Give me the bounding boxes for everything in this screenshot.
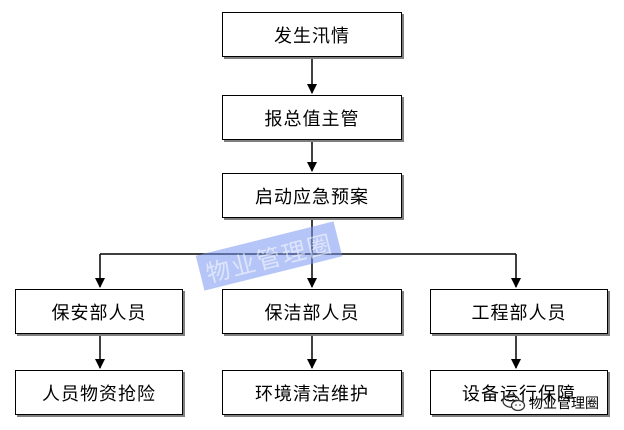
- node-security-task-label: 人员物资抢险: [42, 383, 156, 405]
- node-cleaning-task: 环境清洁维护: [222, 370, 402, 415]
- node-cleaning-task-label: 环境清洁维护: [255, 383, 369, 405]
- wechat-watermark: 物业管理圈: [502, 393, 599, 413]
- node-report: 报总值主管: [222, 95, 402, 140]
- node-engineering-task-label: 设备运行保障: [462, 383, 576, 405]
- node-security-task: 人员物资抢险: [15, 370, 183, 415]
- node-engineering: 工程部人员: [430, 289, 608, 334]
- node-cleaning: 保洁部人员: [222, 289, 402, 334]
- node-cleaning-label: 保洁部人员: [264, 302, 360, 324]
- node-report-label: 报总值主管: [264, 108, 360, 130]
- wechat-icon: [502, 394, 526, 412]
- node-plan: 启动应急预案: [222, 173, 402, 218]
- node-start: 发生汛情: [222, 12, 402, 57]
- node-start-label: 发生汛情: [274, 25, 350, 47]
- wechat-watermark-label: 物业管理圈: [529, 396, 599, 412]
- node-engineering-label: 工程部人员: [471, 302, 567, 324]
- node-plan-label: 启动应急预案: [255, 186, 369, 208]
- node-security: 保安部人员: [15, 289, 183, 334]
- node-security-label: 保安部人员: [51, 302, 147, 324]
